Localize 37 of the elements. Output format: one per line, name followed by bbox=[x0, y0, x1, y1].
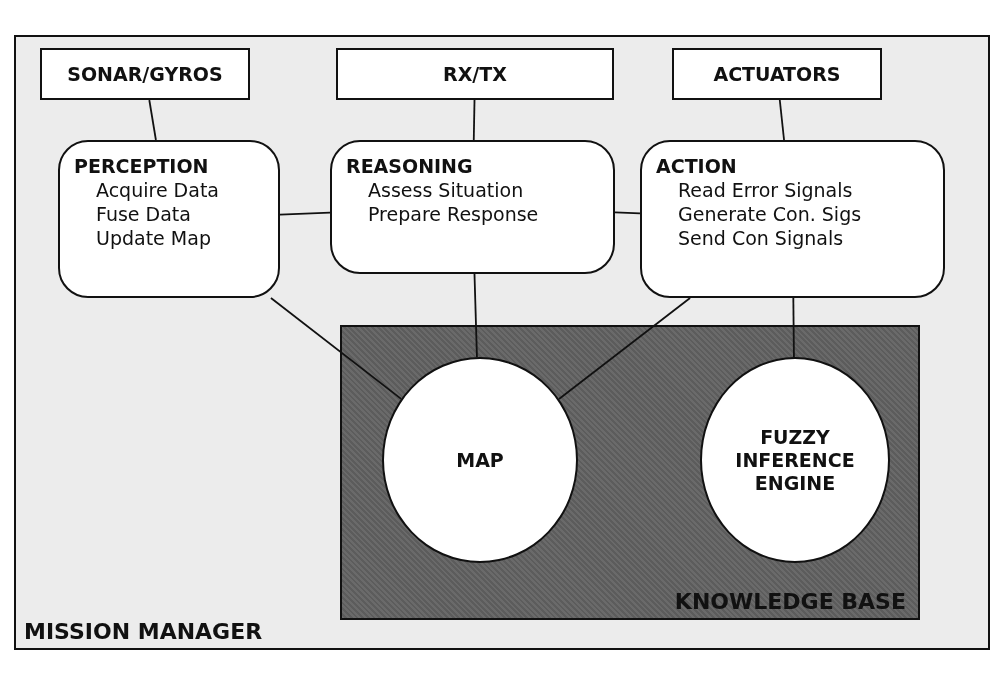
task-item: Prepare Response bbox=[367, 202, 540, 226]
task-item: Acquire Data bbox=[95, 178, 220, 202]
device-label: ACTUATORS bbox=[713, 63, 841, 85]
mission-manager-panel bbox=[14, 35, 990, 650]
device-label: RX/TX bbox=[443, 63, 507, 85]
connector-line bbox=[472, 99, 476, 141]
device-box bbox=[672, 48, 882, 100]
process-title: REASONING bbox=[346, 154, 474, 178]
process-title: ACTION bbox=[656, 154, 738, 178]
task-item: Fuse Data bbox=[95, 202, 192, 226]
module-circle bbox=[700, 357, 890, 563]
connector-line bbox=[270, 297, 402, 400]
process-box bbox=[330, 140, 615, 274]
connector-line bbox=[614, 211, 641, 215]
connector-line bbox=[148, 99, 157, 141]
connector-line bbox=[792, 297, 795, 358]
connector-line bbox=[778, 99, 785, 141]
task-item: Update Map bbox=[95, 226, 212, 250]
device-box bbox=[40, 48, 250, 100]
panel-title: KNOWLEDGE BASE bbox=[674, 589, 906, 614]
task-item: Send Con Signals bbox=[677, 226, 845, 250]
module-label: FUZZY INFERENCE ENGINE bbox=[735, 425, 855, 495]
process-box bbox=[640, 140, 945, 298]
device-label: SONAR/GYROS bbox=[67, 63, 223, 85]
module-circle bbox=[382, 357, 578, 563]
task-item: Read Error Signals bbox=[677, 178, 854, 202]
panel-title: MISSION MANAGER bbox=[24, 619, 263, 644]
process-title: PERCEPTION bbox=[74, 154, 210, 178]
connector-line bbox=[279, 211, 331, 216]
task-item: Generate Con. Sigs bbox=[677, 202, 863, 226]
knowledge-base-panel bbox=[340, 325, 920, 620]
connector-line bbox=[473, 273, 478, 358]
module-label: MAP bbox=[455, 448, 505, 472]
device-box bbox=[336, 48, 614, 100]
task-item: Assess Situation bbox=[367, 178, 525, 202]
process-box bbox=[58, 140, 280, 298]
connector-line bbox=[558, 297, 691, 400]
